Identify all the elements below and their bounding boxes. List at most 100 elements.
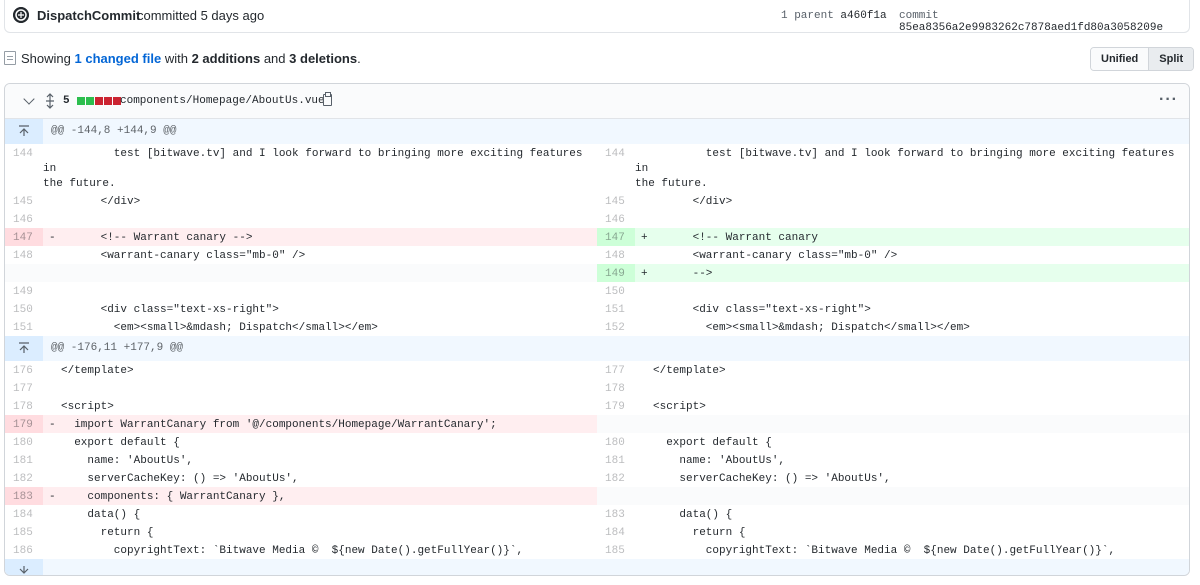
line-number[interactable]: 185 [13,527,33,539]
code-text: test [bitwave.tv] and I look forward to … [43,148,583,190]
line-number[interactable]: 151 [13,322,33,334]
left-side: 150 <div class="text-xs-right"> [5,300,597,318]
line-number[interactable]: 145 [605,196,625,208]
diff-row: 145 </div>145 </div> [5,192,1189,210]
diffstat-bar [77,97,121,105]
line-number[interactable]: 149 [597,264,635,282]
line-number[interactable]: 183 [605,509,625,521]
line-number[interactable] [597,415,635,433]
line-number[interactable]: 146 [13,214,33,226]
line-number[interactable]: 176 [13,365,33,377]
line-number[interactable]: 177 [605,365,625,377]
expand-lines-icon[interactable] [5,119,43,144]
diff-marker: + [641,268,648,280]
commit-time: committed 5 days ago [137,8,265,23]
avatar-icon [13,7,29,23]
file-diff-icon [4,51,16,65]
parent-info: 1 parent a460f1a [781,10,887,22]
line-number[interactable]: 179 [605,401,625,413]
commit-author[interactable]: DispatchCommit [37,8,141,23]
code-line: return { [635,523,1189,541]
right-side: 149+ --> [597,264,1189,282]
code-text: name: 'AboutUs', [61,455,194,467]
line-number[interactable]: 150 [605,286,625,298]
line-number[interactable]: 183 [5,487,43,505]
code-line: test [bitwave.tv] and I look forward to … [635,144,1189,192]
line-number[interactable]: 184 [13,509,33,521]
line-number[interactable]: 181 [605,455,625,467]
right-side: 178 [597,379,1189,397]
line-number[interactable]: 182 [605,473,625,485]
more-options-icon[interactable]: ··· [1159,91,1178,108]
line-number[interactable]: 181 [13,455,33,467]
unified-view-button[interactable]: Unified [1091,48,1149,70]
diff-row: 150 <div class="text-xs-right">151 <div … [5,300,1189,318]
file-path-link[interactable]: components/Homepage/AboutUs.vue [120,95,325,107]
line-number[interactable]: 178 [13,401,33,413]
commit-sha[interactable]: 85ea8356a2e9983262c7878aed1fd80a3058209e [899,22,1164,34]
code-text: <script> [653,401,706,413]
left-side: 148 <warrant-canary class="mb-0" /> [5,246,597,264]
line-number[interactable]: 151 [605,304,625,316]
expand-all-icon[interactable] [45,93,55,112]
code-line: - import WarrantCanary from '@/component… [43,415,597,433]
changed-files-link[interactable]: 1 changed file [74,50,162,66]
line-number[interactable]: 152 [605,322,625,334]
line-number[interactable]: 184 [605,527,625,539]
copy-path-icon[interactable] [323,92,332,106]
file-diff: 5 components/Homepage/AboutUs.vue ··· @@… [4,83,1190,576]
right-side: 145 </div> [597,192,1189,210]
code-line [635,379,1189,397]
code-line: + <!-- Warrant canary [635,228,1189,246]
line-number[interactable]: 147 [5,228,43,246]
left-side: 178<script> [5,397,597,415]
line-number[interactable]: 150 [13,304,33,316]
code-line: </div> [635,192,1189,210]
expand-down-icon[interactable] [5,559,43,575]
code-text: <!-- Warrant canary --> [61,232,253,244]
line-number[interactable] [5,264,43,282]
line-number[interactable]: 149 [13,286,33,298]
expand-below-row [5,559,1189,575]
line-number[interactable]: 185 [605,545,625,557]
expand-lines-icon[interactable] [5,336,43,361]
line-number[interactable]: 178 [605,383,625,395]
code-text: copyrightText: `Bitwave Media © ${new Da… [653,545,1116,557]
left-side [5,264,597,282]
line-number[interactable]: 179 [5,415,43,433]
line-number[interactable]: 177 [13,383,33,395]
diff-marker: - [49,491,56,503]
line-number[interactable]: 180 [605,437,625,449]
code-text: export default { [61,437,180,449]
line-number[interactable]: 182 [13,473,33,485]
diffstat-del-block [95,97,103,105]
code-line: name: 'AboutUs', [635,451,1189,469]
code-line: name: 'AboutUs', [43,451,597,469]
line-number[interactable]: 180 [13,437,33,449]
code-line [43,379,597,397]
parent-sha-link[interactable]: a460f1a [840,10,887,22]
right-side: 183 data() { [597,505,1189,523]
code-text: serverCacheKey: () => 'AboutUs', [653,473,891,485]
additions-count: 2 additions [191,50,261,66]
code-text: </div> [653,196,733,208]
line-number[interactable]: 148 [13,250,33,262]
split-view-button[interactable]: Split [1148,48,1194,70]
line-number[interactable]: 146 [605,214,625,226]
line-number[interactable]: 144 [605,148,625,160]
diffstat-add-block [86,97,94,105]
author-avatar[interactable] [13,7,29,23]
code-text: serverCacheKey: () => 'AboutUs', [61,473,299,485]
collapse-chevron-icon[interactable] [23,93,35,105]
code-line: serverCacheKey: () => 'AboutUs', [43,469,597,487]
diff-row: 148 <warrant-canary class="mb-0" />148 <… [5,246,1189,264]
line-number[interactable]: 147 [597,228,635,246]
line-number[interactable]: 148 [605,250,625,262]
line-number[interactable] [597,487,635,505]
line-number[interactable]: 145 [13,196,33,208]
code-line: <em><small>&mdash; Dispatch</small></em> [635,318,1189,336]
line-number[interactable]: 144 [13,148,33,160]
line-number[interactable]: 186 [13,545,33,557]
code-line: return { [43,523,597,541]
hunk-range: @@ -144,8 +144,9 @@ [51,125,177,137]
